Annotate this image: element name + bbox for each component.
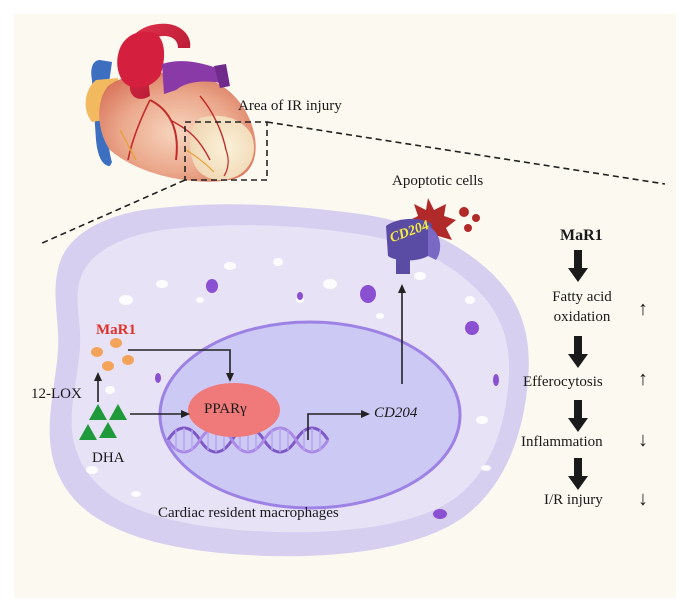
apoptotic-label: Apoptotic cells bbox=[392, 173, 484, 189]
mar1-label: MaR1 bbox=[96, 322, 136, 338]
pathway-title: MaR1 bbox=[560, 227, 603, 244]
pulmonary-branch bbox=[214, 64, 230, 88]
pathway-arrows bbox=[97, 290, 403, 440]
heart-illustration bbox=[85, 23, 256, 182]
aorta-bulb bbox=[117, 31, 165, 88]
step-efferocytosis: Efferocytosis bbox=[523, 374, 603, 390]
nucleus bbox=[158, 320, 462, 510]
zoom-line-left bbox=[39, 179, 186, 245]
step-efferocytosis-arrow: ↑ bbox=[638, 368, 648, 390]
dha-label: DHA bbox=[92, 450, 125, 466]
step-fatty-acid: Fatty acid oxidation bbox=[552, 289, 612, 325]
mar1-molecules bbox=[91, 338, 134, 371]
step-ir-injury: I/R injury bbox=[544, 492, 603, 508]
area-label: Area of IR injury bbox=[238, 98, 342, 114]
cd204-gene-label: CD204 bbox=[374, 405, 418, 421]
step-inflammation-arrow: ↓ bbox=[638, 429, 648, 451]
lox-label: 12-LOX bbox=[31, 386, 82, 402]
ppar-label: PPARγ bbox=[204, 401, 247, 417]
injury-box bbox=[184, 121, 268, 181]
pulmonary-artery bbox=[162, 61, 226, 94]
zoom-line-right bbox=[266, 121, 666, 185]
cd204-receptor bbox=[386, 218, 441, 274]
cytoplasm-specks bbox=[86, 258, 491, 497]
ppar-protein bbox=[188, 383, 280, 437]
macrophage-label: Cardiac resident macrophages bbox=[158, 505, 339, 521]
step-fatty-acid-arrow: ↑ bbox=[638, 298, 648, 320]
step-inflammation: Inflammation bbox=[521, 434, 603, 450]
dha-molecules bbox=[79, 404, 127, 440]
step-ir-injury-arrow: ↓ bbox=[638, 488, 648, 510]
